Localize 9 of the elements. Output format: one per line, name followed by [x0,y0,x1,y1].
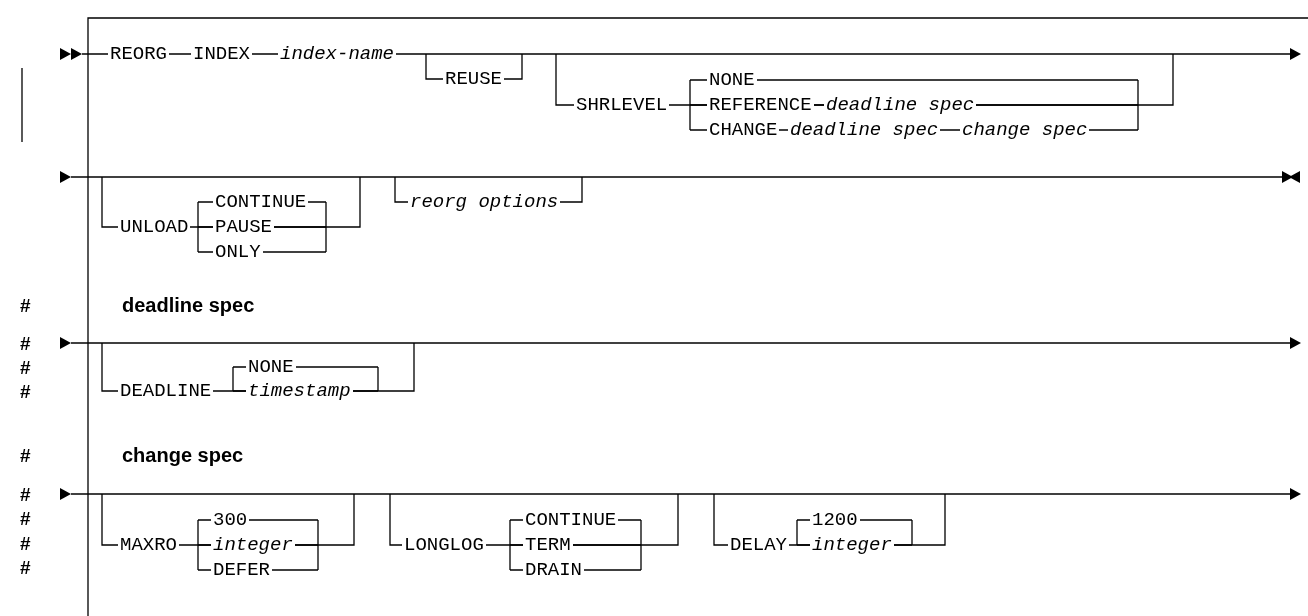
variable-text: deadline spec [824,95,977,115]
variable-text: integer [211,535,295,555]
variable-text: deadline spec [788,120,941,140]
variable-text: timestamp [246,381,353,401]
section-heading: deadline spec [122,295,255,315]
variable-text: integer [810,535,894,555]
variable-text: reorg options [408,192,561,212]
variable-text: change spec [960,120,1090,140]
section-heading: change spec [122,445,244,465]
